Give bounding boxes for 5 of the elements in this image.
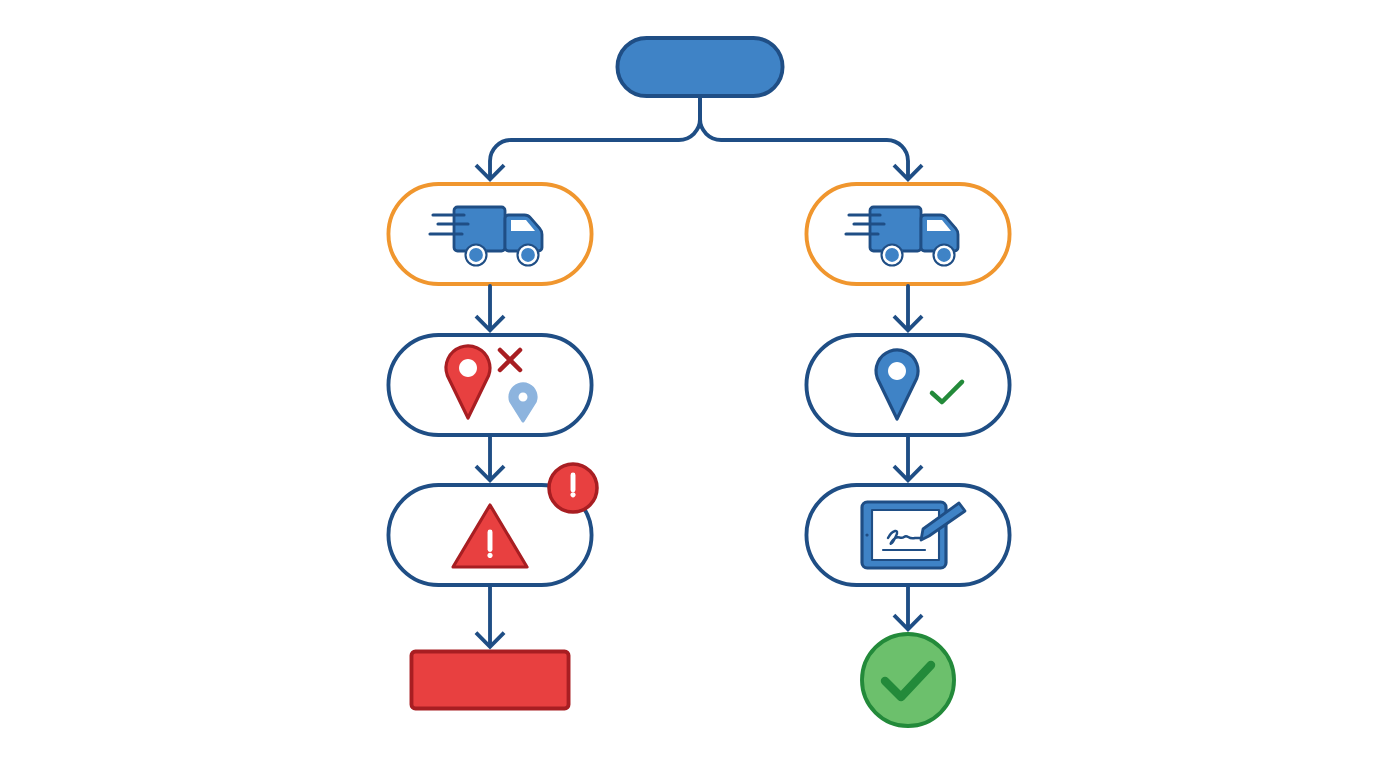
- start-pill: [615, 36, 785, 98]
- failure-box: [409, 649, 571, 711]
- arrow: [698, 96, 924, 183]
- arrow: [474, 585, 506, 650]
- success-circle: [860, 632, 956, 728]
